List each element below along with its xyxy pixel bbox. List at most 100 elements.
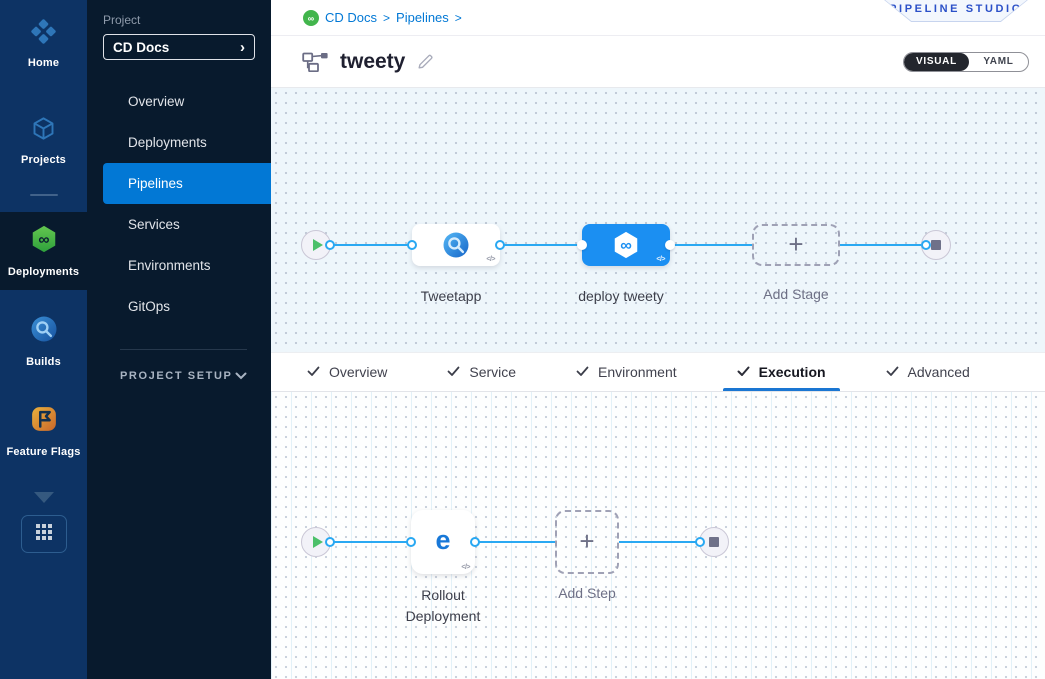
rail-item-label: Projects: [20, 154, 66, 167]
connector-port: [325, 537, 335, 547]
chevron-down-icon: [235, 367, 247, 385]
tab-advanced[interactable]: Advanced: [880, 353, 976, 391]
connector-port: [665, 240, 675, 250]
step-node-rollout-deployment[interactable]: e </>: [411, 510, 475, 574]
sidebar-item-label: Deployments: [128, 135, 207, 150]
project-sidebar: Project CD Docs › Overview Deployments P…: [87, 0, 271, 679]
step-label: Rollout Deployment: [405, 587, 481, 624]
connector-line: [840, 244, 928, 246]
connector-line: [330, 244, 752, 246]
connector-port: [406, 537, 416, 547]
tab-overview[interactable]: Overview: [301, 353, 393, 391]
code-icon: </>: [486, 256, 495, 263]
module-grid-button[interactable]: [20, 515, 67, 554]
feature-flags-icon: [29, 404, 59, 439]
pipeline-studio-badge-label: PIPELINE STUDIO: [889, 3, 1023, 15]
sidebar-item-gitops[interactable]: GitOps: [103, 286, 271, 327]
tab-environment[interactable]: Environment: [570, 353, 683, 391]
stage-canvas: </> ∞ </> + Tweetapp deploy tweety Add: [271, 88, 1045, 352]
check-icon: [307, 364, 320, 380]
stage-node-tweetapp[interactable]: </>: [412, 224, 500, 266]
toggle-visual[interactable]: VISUAL: [904, 52, 969, 71]
projects-cube-icon: [30, 115, 57, 147]
add-stage-button[interactable]: +: [752, 224, 840, 266]
breadcrumb-link-cd-docs[interactable]: CD Docs: [325, 10, 378, 25]
execution-canvas: e </> + Rollout Deployment Add Step: [271, 392, 1045, 679]
sidebar-item-environments[interactable]: Environments: [103, 245, 271, 286]
project-label: Project: [103, 13, 141, 27]
sidebar-item-services[interactable]: Services: [103, 204, 271, 245]
rail-item-label: Builds: [26, 356, 61, 369]
grid-icon: [35, 523, 52, 545]
cd-module-icon: ∞: [303, 9, 319, 26]
add-stage-label: Add Stage: [763, 286, 829, 302]
deployments-cd-icon: ∞: [29, 224, 59, 259]
rail-item-label: Home: [27, 57, 60, 69]
edit-pencil-icon[interactable]: [416, 52, 435, 71]
sidebar-item-overview[interactable]: Overview: [103, 81, 271, 122]
stop-icon: [931, 240, 941, 250]
sidebar-divider: [120, 349, 247, 350]
connector-port: [495, 240, 505, 250]
connector-port: [470, 537, 480, 547]
rail-item-label: Deployments: [7, 266, 80, 279]
stage-label: deploy tweety: [578, 288, 664, 304]
home-icon: [30, 18, 57, 50]
svg-text:∞: ∞: [308, 13, 315, 23]
main-content: ∞ CD Docs > Pipelines > PIPELINE STUDIO: [271, 0, 1045, 679]
deploy-stage-icon: ∞: [611, 230, 641, 260]
project-selector[interactable]: CD Docs ›: [103, 34, 255, 60]
pipeline-flowchart-icon: [302, 51, 329, 72]
project-setup-toggle[interactable]: PROJECT SETUP: [120, 367, 247, 385]
toggle-yaml[interactable]: YAML: [983, 56, 1014, 67]
play-icon: [312, 239, 323, 251]
add-step-button[interactable]: +: [555, 510, 619, 574]
stage-node-deploy-tweety[interactable]: ∞ </>: [582, 224, 670, 266]
connector-port: [921, 240, 931, 250]
add-step-label: Add Step: [558, 585, 616, 601]
tab-label: Service: [469, 364, 517, 380]
module-rail: Home Projects ∞ Deployments: [0, 0, 87, 679]
sidebar-item-deployments[interactable]: Deployments: [103, 122, 271, 163]
check-icon: [886, 364, 899, 380]
check-icon: [576, 364, 589, 380]
rail-divider: [29, 194, 58, 197]
connector-port: [407, 240, 417, 250]
plus-icon: +: [788, 228, 804, 259]
stop-icon: [709, 537, 719, 547]
build-stage-icon: [441, 230, 471, 260]
tab-execution[interactable]: Execution: [722, 353, 840, 391]
rail-more-chevron-icon[interactable]: [33, 492, 54, 504]
check-icon: [737, 364, 750, 380]
rail-item-label: Feature Flags: [6, 446, 81, 459]
pipeline-title-bar: tweety VISUAL YAML: [271, 36, 1045, 88]
svg-text:∞: ∞: [38, 231, 49, 248]
stage-label: Tweetapp: [420, 288, 482, 304]
tab-service[interactable]: Service: [441, 353, 522, 391]
connector-port: [577, 240, 587, 250]
project-setup-label: PROJECT SETUP: [120, 370, 233, 382]
tab-label: Advanced: [907, 364, 970, 380]
connector-port: [325, 240, 335, 250]
breadcrumb-link-pipelines[interactable]: Pipelines: [396, 10, 449, 25]
rollout-deployment-icon: e: [435, 524, 451, 555]
pipeline-title: tweety: [340, 49, 406, 73]
connector-line: [619, 541, 700, 543]
builds-ci-icon: [29, 314, 59, 349]
rail-item-home[interactable]: Home: [0, 6, 87, 81]
sidebar-item-pipelines[interactable]: Pipelines: [103, 163, 271, 204]
sidebar-item-label: Environments: [128, 258, 211, 273]
tab-label: Overview: [329, 364, 388, 380]
check-icon: [447, 364, 460, 380]
pipeline-studio-badge: PIPELINE STUDIO: [873, 0, 1039, 22]
breadcrumb-separator: >: [383, 10, 391, 25]
visual-yaml-toggle: VISUAL YAML: [903, 51, 1029, 72]
rail-item-feature-flags[interactable]: Feature Flags: [0, 392, 87, 470]
sidebar-item-label: GitOps: [128, 299, 171, 314]
rail-item-deployments[interactable]: ∞ Deployments: [0, 212, 87, 291]
rail-item-projects[interactable]: Projects: [0, 103, 87, 178]
tab-label: Environment: [598, 364, 677, 380]
sidebar-item-label: Pipelines: [128, 176, 183, 191]
rail-item-builds[interactable]: Builds: [0, 302, 87, 380]
connector-port: [695, 537, 705, 547]
